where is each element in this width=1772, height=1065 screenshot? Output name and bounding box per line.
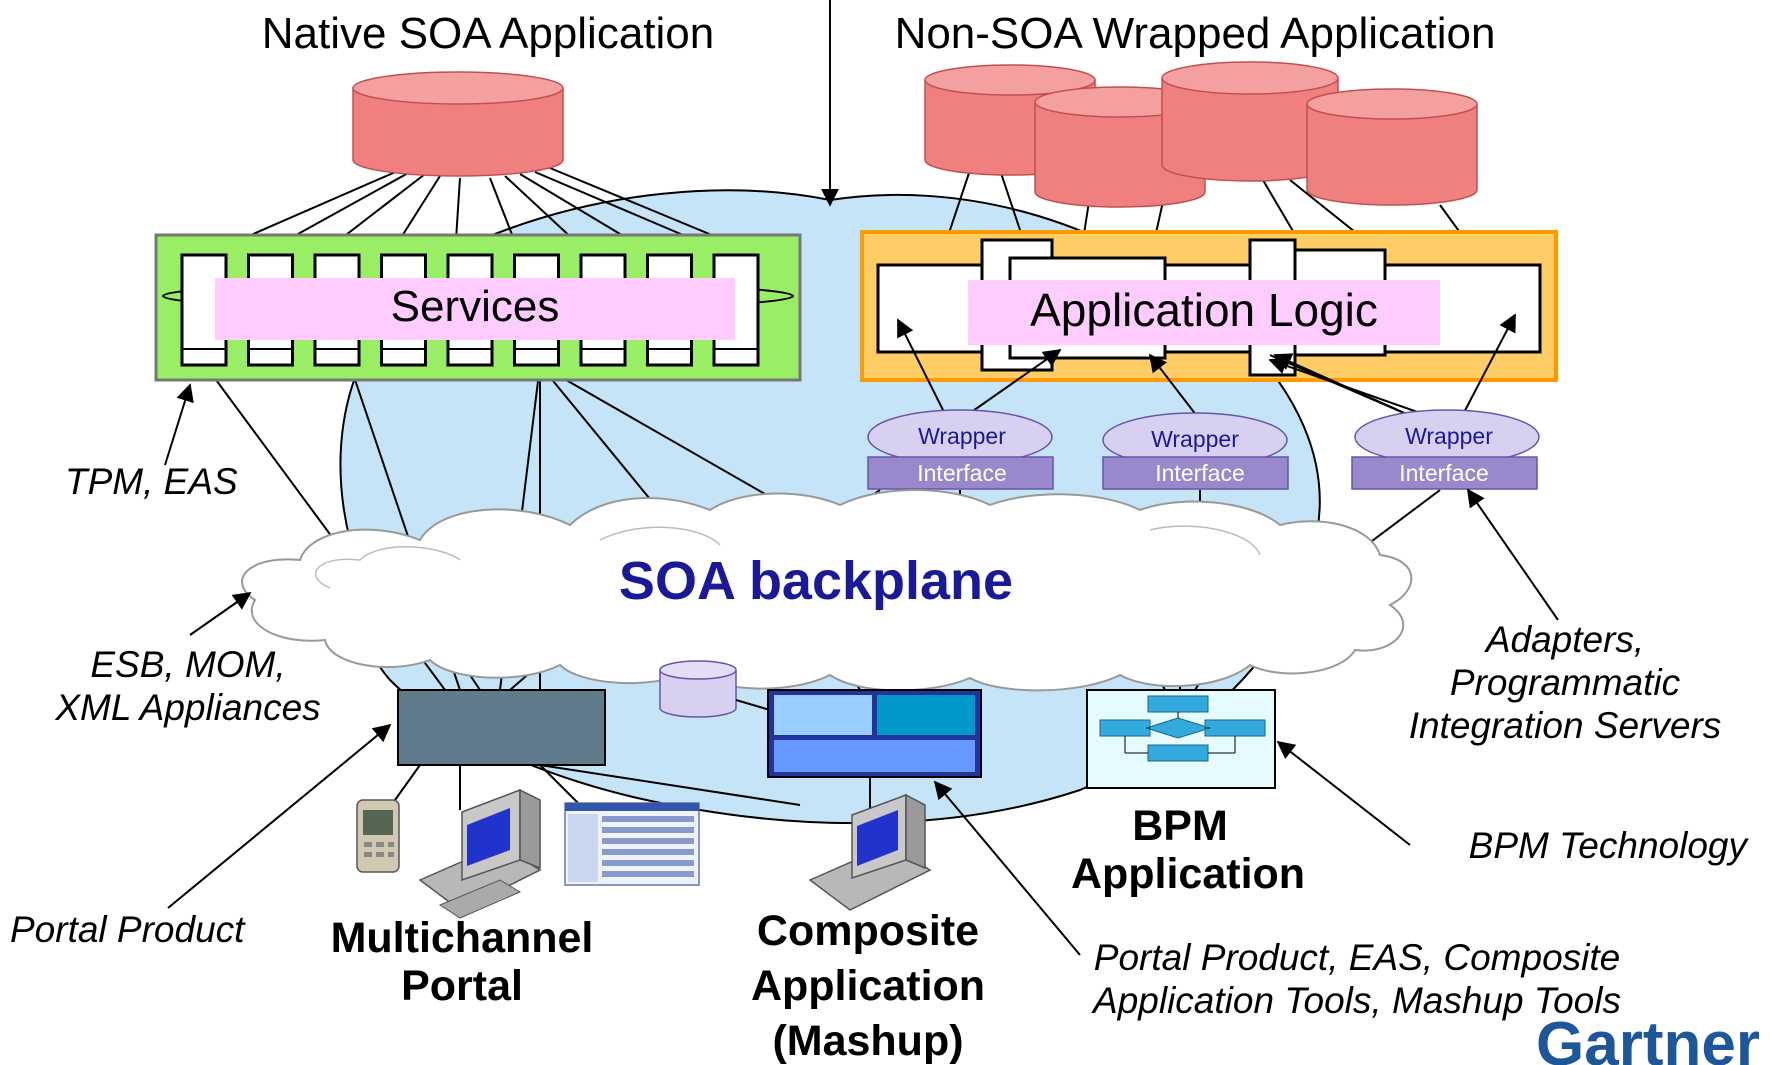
composite-database-cylinder [659,660,771,718]
portal-product-annotation: Portal Product [10,909,246,950]
wrapper-label-2: Wrapper [1151,426,1239,452]
esb-annotation-line2: XML Appliances [54,687,320,728]
composite-label-line2: Application [751,962,985,1010]
adapters-annotation-line2: Programmatic [1450,662,1681,703]
services-label: Services [391,282,560,331]
bpm-label-line1: BPM [1132,802,1228,850]
annotation-arrows [164,383,1559,956]
soa-backplane-label: SOA backplane [619,551,1013,611]
wrapper-arrows [897,313,1516,421]
mobile-phone-icon [356,799,400,873]
application-logic-box: Application Logic [860,230,1558,382]
composite-label-line1: Composite [757,907,979,955]
interface-label-2: Interface [1155,460,1245,486]
desktop-computer-icon-portal [418,788,542,919]
bpm-label-line2: Application [1071,850,1305,898]
multichannel-label-line2: Portal [401,962,523,1010]
adapters-annotation-line3: Integration Servers [1409,705,1722,746]
esb-annotation-line1: ESB, MOM, [90,644,285,685]
composite-tools-annotation-line2: Application Tools, Mashup Tools [1091,980,1621,1021]
interface-label-3: Interface [1399,460,1489,486]
wrapper-interface-1: Wrapper Interface [867,409,1054,490]
wrapper-label-3: Wrapper [1405,423,1493,449]
services-box: Services [154,233,802,382]
soa-backplane-cloud: SOA backplane [241,489,1413,692]
desktop-computer-icon-composite [808,793,932,911]
wrapper-label-1: Wrapper [918,423,1006,449]
non-soa-heading: Non-SOA Wrapped Application [895,9,1496,58]
native-database-cylinder [352,71,564,177]
portal-screenshot-icon [564,802,700,886]
portal-product-box [397,689,606,766]
composite-application-box [767,689,982,778]
bpm-application-box [1086,689,1276,789]
bpm-technology-annotation: BPM Technology [1469,825,1750,866]
tpm-eas-annotation: TPM, EAS [65,461,238,502]
gartner-logo: Gartner [1536,1010,1760,1065]
composite-label-line3: (Mashup) [772,1017,963,1065]
wrapper-interface-2: Wrapper Interface [1102,412,1289,490]
wrapper-interface-3: Wrapper Interface [1351,409,1540,490]
legacy-database-cylinders [924,61,1478,208]
interface-label-1: Interface [917,460,1007,486]
application-logic-label: Application Logic [1030,284,1378,336]
native-soa-heading: Native SOA Application [262,9,714,58]
composite-tools-annotation-line1: Portal Product, EAS, Composite [1094,937,1620,978]
multichannel-label-line1: Multichannel [331,914,594,962]
adapters-annotation-line1: Adapters, [1484,619,1644,660]
